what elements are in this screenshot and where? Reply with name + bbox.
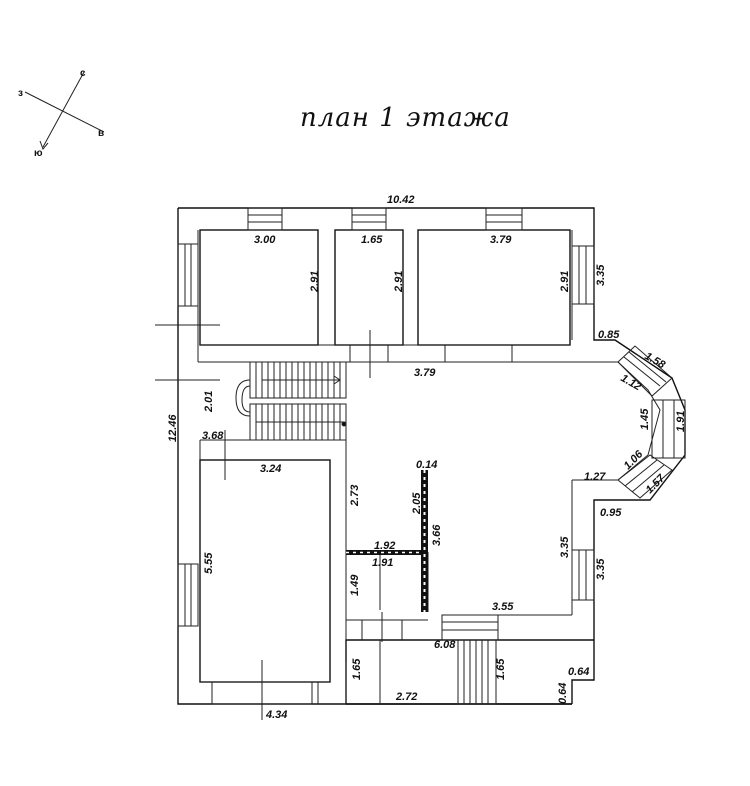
dim-label: 0.64 (568, 666, 589, 678)
door-markers (155, 324, 513, 720)
dim-label: 3.00 (254, 234, 276, 246)
dim-label: 3.68 (202, 430, 224, 442)
dim-label: 3.79 (414, 367, 436, 379)
dim-label: 5.55 (203, 552, 215, 574)
dim-label: 1.12 (619, 372, 644, 393)
page-title: план 1 этажа (300, 103, 511, 133)
dim-label: 1.49 (349, 574, 361, 596)
dim-label: 12.46 (167, 414, 179, 442)
compass-east-label: в (98, 128, 104, 139)
dim-label: 0.14 (416, 459, 437, 471)
dim-label: 3.35 (559, 536, 571, 558)
dim-label: 2.73 (349, 485, 361, 507)
outer-walls (177, 207, 686, 705)
dimension-labels: 10.42 3.00 2.91 1.65 2.91 3.79 2.91 3.35… (167, 194, 687, 721)
staircase (235, 361, 497, 705)
dim-label: 3.24 (260, 463, 281, 475)
dim-label: 2.72 (395, 691, 417, 703)
dim-label: 1.91 (675, 411, 687, 432)
dim-label: 1.27 (584, 471, 606, 483)
dim-label: 6.08 (434, 639, 456, 651)
dim-label: 2.91 (559, 271, 571, 293)
dim-label: 2.01 (203, 391, 215, 413)
room-3 (417, 229, 571, 346)
dim-label: 2.05 (411, 492, 423, 515)
dim-label: 0.64 (557, 683, 569, 704)
dim-label: 3.79 (490, 234, 512, 246)
dim-total-width: 10.42 (387, 194, 415, 206)
dim-label: 0.95 (600, 507, 622, 519)
dim-label: 1.58 (643, 350, 668, 372)
dim-label: 3.35 (595, 558, 607, 580)
dim-label: 3.55 (492, 601, 514, 613)
dim-label: 2.91 (309, 271, 321, 293)
dim-label: 1.65 (495, 658, 507, 680)
dim-label: 1.45 (639, 408, 651, 430)
dim-label: 3.66 (431, 524, 443, 546)
compass-north-label: с (80, 68, 86, 79)
windows (177, 207, 686, 705)
dim-label: 4.34 (265, 709, 287, 721)
dim-label: 1.92 (374, 540, 395, 552)
dim-label: 0.85 (598, 329, 620, 341)
room-4 (199, 459, 331, 683)
dim-label: 1.65 (351, 658, 363, 680)
compass-west-label: з (18, 88, 23, 99)
dim-label: 3.35 (595, 264, 607, 286)
compass-south-label: ю (34, 148, 43, 159)
compass-icon: с ю з в (18, 68, 105, 159)
dim-label: 2.91 (393, 271, 405, 293)
dim-label: 1.65 (361, 234, 383, 246)
room-1 (199, 229, 319, 346)
dim-label: 1.91 (372, 557, 393, 569)
